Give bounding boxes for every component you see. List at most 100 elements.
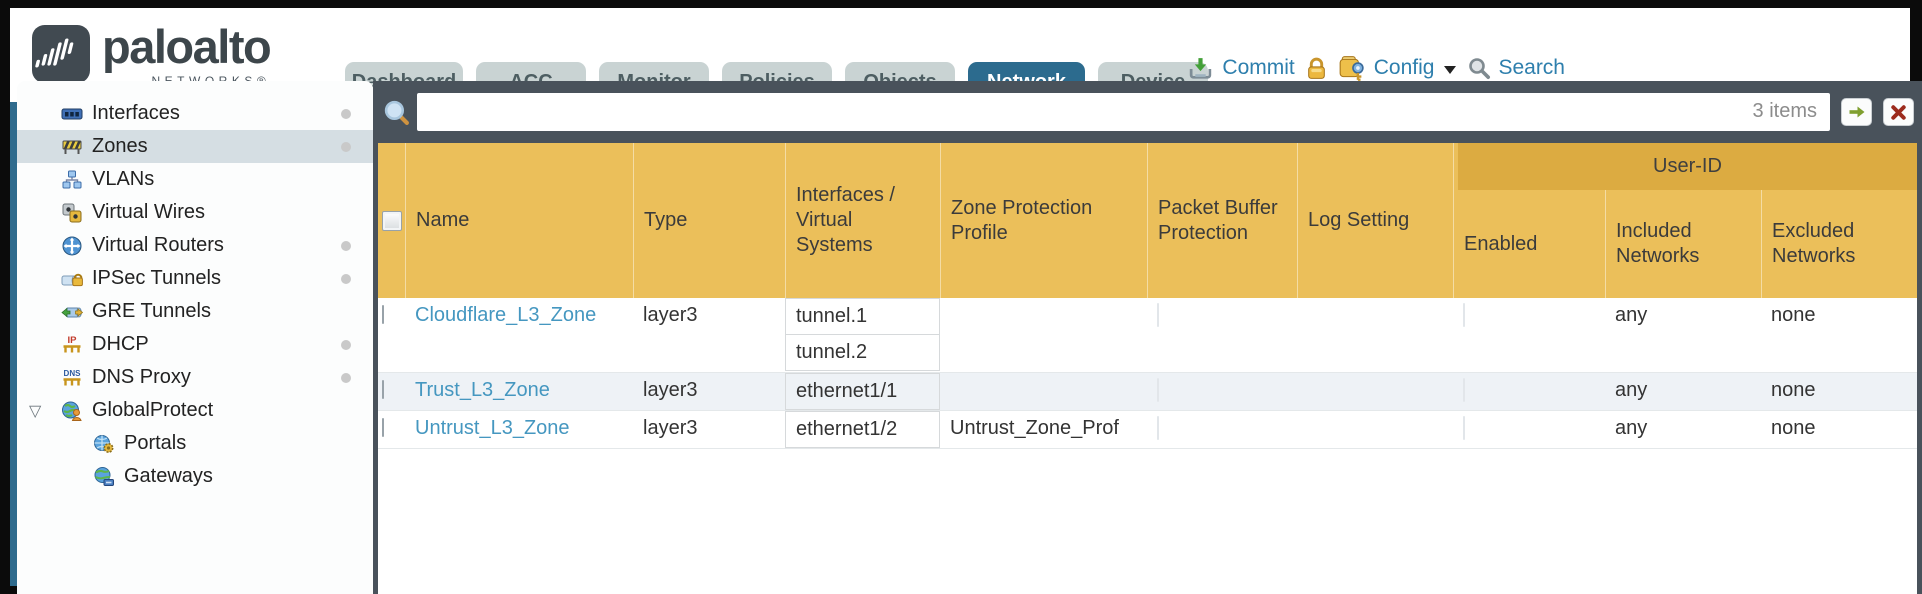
enabled-checkbox[interactable] <box>1463 303 1465 327</box>
sidebar-item-portals[interactable]: Portals <box>17 427 373 460</box>
table-row-trust: Trust_L3_Zone layer3 ethernet1/1 any non… <box>378 373 1917 411</box>
sidebar-item-virtual-routers[interactable]: Virtual Routers <box>17 229 373 262</box>
portals-icon <box>93 433 115 455</box>
utility-actions: Commit Config <box>1187 54 1565 82</box>
sidebar-label: DHCP <box>92 333 149 355</box>
zones-table-body: Cloudflare_L3_Zone layer3 tunnel.1 tunne… <box>378 298 1917 449</box>
zone-name-link[interactable]: Cloudflare_L3_Zone <box>415 304 597 326</box>
zone-name-link[interactable]: Untrust_L3_Zone <box>415 417 570 439</box>
cell-included-networks: any <box>1615 379 1648 401</box>
sidebar-item-interfaces[interactable]: Interfaces <box>17 97 373 130</box>
cell-zone-protection <box>940 373 1147 410</box>
sidebar-label: Gateways <box>124 465 213 487</box>
interface-entry: tunnel.1 <box>785 298 940 335</box>
enabled-checkbox[interactable] <box>1463 378 1465 402</box>
enabled-checkbox[interactable] <box>1463 416 1465 440</box>
column-header-type[interactable]: Type <box>634 143 786 298</box>
cell-packet-buffer <box>1147 298 1297 372</box>
sidebar-label: IPSec Tunnels <box>92 267 221 289</box>
sidebar-item-gre-tunnels[interactable]: GRE Tunnels <box>17 295 373 328</box>
row-checkbox[interactable] <box>382 380 384 399</box>
status-dot <box>341 241 351 251</box>
select-all-checkbox[interactable] <box>381 210 402 231</box>
paloalto-logo: paloalto NETWORKS® <box>32 20 272 88</box>
ipsec-tunnels-icon <box>61 268 83 290</box>
row-checkbox[interactable] <box>382 418 384 437</box>
filter-search-icon <box>384 100 409 125</box>
cell-packet-buffer <box>1147 411 1297 448</box>
sidebar-item-globalprotect[interactable]: ▽ GlobalProtect <box>17 394 373 427</box>
status-dot <box>341 142 351 152</box>
interface-entry: ethernet1/2 <box>785 411 940 448</box>
status-dot <box>341 373 351 383</box>
config-menu-button[interactable]: Config <box>1338 54 1459 82</box>
column-header-packet-buffer[interactable]: Packet Buffer Protection <box>1148 143 1298 298</box>
sidebar-label: Portals <box>124 432 187 454</box>
zone-name-link[interactable]: Trust_L3_Zone <box>415 379 550 401</box>
commit-button[interactable]: Commit <box>1187 55 1295 82</box>
paloalto-logo-icon <box>32 25 90 83</box>
config-label: Config <box>1373 56 1435 79</box>
green-arrow-icon <box>1849 106 1864 118</box>
filter-input[interactable] <box>417 93 1830 131</box>
search-icon <box>1469 58 1491 79</box>
filter-toolbar: 3 items <box>373 81 1922 143</box>
clear-filter-button[interactable] <box>1883 98 1914 126</box>
cell-log-setting <box>1297 298 1453 372</box>
cell-packet-buffer <box>1147 373 1297 410</box>
cell-interfaces: tunnel.1 tunnel.2 <box>785 298 940 372</box>
column-header-enabled[interactable]: Enabled <box>1454 190 1606 298</box>
gre-tunnels-icon <box>61 301 83 323</box>
column-header-zone-protection[interactable]: Zone Protection Profile <box>941 143 1148 298</box>
packet-buffer-checkbox[interactable] <box>1157 416 1159 440</box>
lock-icon[interactable] <box>1304 56 1329 81</box>
cell-type: layer3 <box>643 417 698 439</box>
sidebar-item-ipsec-tunnels[interactable]: IPSec Tunnels <box>17 262 373 295</box>
column-header-log-setting[interactable]: Log Setting <box>1298 143 1454 298</box>
cell-included-networks: any <box>1615 417 1648 439</box>
globalprotect-icon <box>61 400 83 422</box>
svg-text:DNS: DNS <box>64 369 82 378</box>
search-label: Search <box>1498 56 1565 79</box>
sidebar-item-zones[interactable]: Zones <box>17 130 373 163</box>
brand-name: paloalto <box>102 20 272 73</box>
zones-table: User-ID Name Type Interfaces / Virtual S… <box>378 143 1917 594</box>
apply-filter-button[interactable] <box>1841 98 1872 126</box>
column-header-excluded-networks[interactable]: Excluded Networks <box>1772 220 1856 267</box>
table-empty-area <box>378 449 1917 594</box>
cell-type: layer3 <box>643 304 698 326</box>
status-dot <box>341 109 351 119</box>
svg-text:IP: IP <box>68 335 78 346</box>
sidebar-item-gateways[interactable]: Gateways <box>17 460 373 493</box>
sidebar-label: Zones <box>92 135 148 157</box>
column-header-name[interactable]: Name <box>406 143 634 298</box>
config-icon <box>1339 56 1364 81</box>
red-x-icon <box>1891 104 1906 120</box>
virtual-wires-icon <box>61 202 83 224</box>
cell-excluded-networks: none <box>1771 417 1816 439</box>
column-header-interfaces[interactable]: Interfaces / Virtual Systems <box>786 143 941 298</box>
cell-name: Trust_L3_Zone <box>405 373 633 410</box>
cell-log-setting <box>1297 411 1453 448</box>
column-header-included-networks[interactable]: Included Networks <box>1606 190 1762 298</box>
packet-buffer-checkbox[interactable] <box>1157 378 1159 402</box>
global-search-button[interactable]: Search <box>1467 56 1565 80</box>
sidebar-label: GlobalProtect <box>92 399 214 421</box>
table-row-untrust: Untrust_L3_Zone layer3 ethernet1/2 Untru… <box>378 411 1917 449</box>
interface-entry: tunnel.2 <box>785 334 940 371</box>
cell-log-setting <box>1297 373 1453 410</box>
packet-buffer-checkbox[interactable] <box>1157 303 1159 327</box>
expander-triangle-icon[interactable]: ▽ <box>29 403 42 420</box>
sidebar-item-virtual-wires[interactable]: Virtual Wires <box>17 196 373 229</box>
cell-name: Cloudflare_L3_Zone <box>405 298 633 372</box>
sidebar-item-dhcp[interactable]: IP DHCP <box>17 328 373 361</box>
row-checkbox[interactable] <box>382 305 384 324</box>
select-all-cell <box>378 143 406 298</box>
network-sidebar: Interfaces Zones VLANs Virtua <box>17 81 373 594</box>
cell-enabled <box>1453 373 1605 410</box>
cell-name: Untrust_L3_Zone <box>405 411 633 448</box>
user-id-group-header: User-ID <box>1458 143 1917 190</box>
zones-content-pane: 3 items User-ID Name Type <box>373 81 1922 594</box>
sidebar-item-vlans[interactable]: VLANs <box>17 163 373 196</box>
sidebar-item-dns-proxy[interactable]: DNS DNS Proxy <box>17 361 373 394</box>
